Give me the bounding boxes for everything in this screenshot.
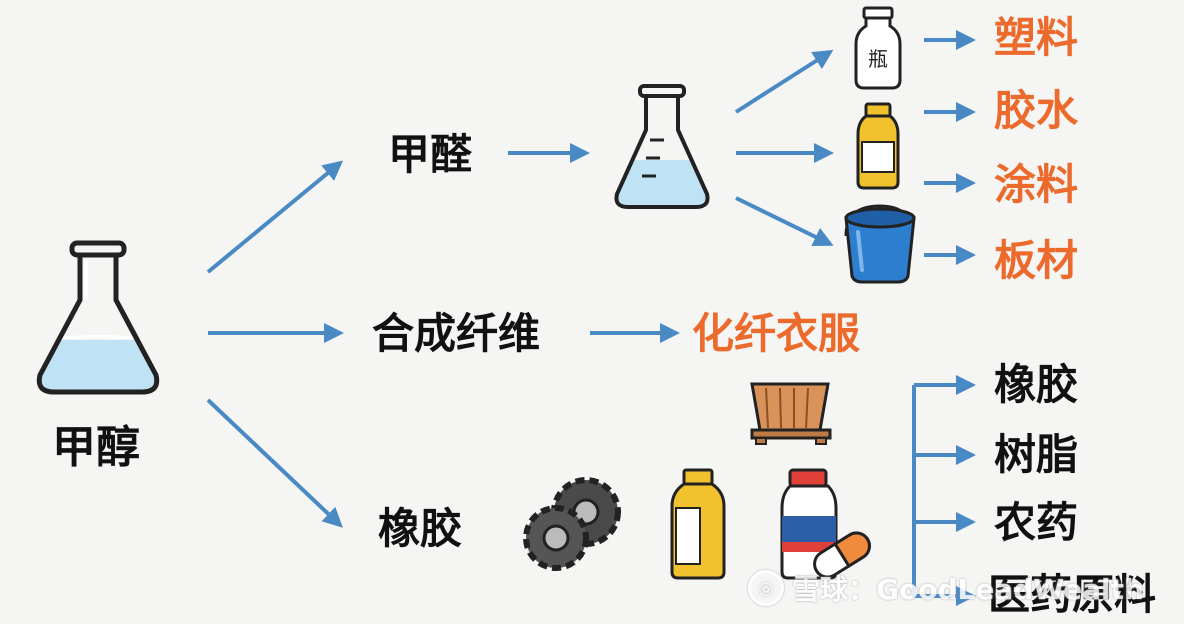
gears-icon [523, 477, 621, 571]
arrow-source-to-rubber [206, 398, 343, 528]
glue-bottle-icon [856, 102, 900, 190]
product-pesticide-label: 农药 [994, 498, 1079, 547]
source-flask-icon [36, 240, 160, 395]
product-paint-label: 涂料 [994, 160, 1079, 209]
plastic-bottle-icon: 瓶 [854, 6, 902, 90]
watermark: ◎ 雪球：GoodLeadWealth [748, 568, 1144, 608]
wood-pallet-icon [750, 382, 832, 445]
yellow-bottle-icon [670, 468, 726, 580]
product-board-label: 板材 [994, 236, 1079, 285]
node-source-label: 甲醇 [52, 422, 140, 473]
watermark-text: 雪球：GoodLeadWealth [792, 573, 1144, 606]
product-medicine-label: 医药原料 [988, 570, 1157, 619]
node-formaldehyde-label: 甲醛 [388, 130, 473, 179]
bottle-label-text: 瓶 [868, 47, 888, 71]
arrow-flask-to-bottle [734, 49, 834, 114]
paint-bucket-icon [844, 204, 916, 284]
formaldehyde-flask-icon [614, 84, 710, 209]
node-rubber-label: 橡胶 [378, 504, 463, 553]
arrow-flask-to-bucket [735, 196, 834, 246]
product-glue-label: 胶水 [994, 86, 1079, 135]
capsule-icon [813, 531, 871, 579]
product-rubber-label: 橡胶 [994, 360, 1079, 409]
product-plastic-label: 塑料 [994, 13, 1079, 62]
product-clothes-label: 化纤衣服 [692, 309, 861, 358]
arrows [206, 30, 976, 606]
snowball-logo-icon: ◎ [748, 570, 784, 606]
node-fiber-label: 合成纤维 [372, 309, 541, 358]
arrow-source-to-formaldehyde [206, 160, 344, 274]
product-resin-label: 树脂 [994, 430, 1079, 479]
